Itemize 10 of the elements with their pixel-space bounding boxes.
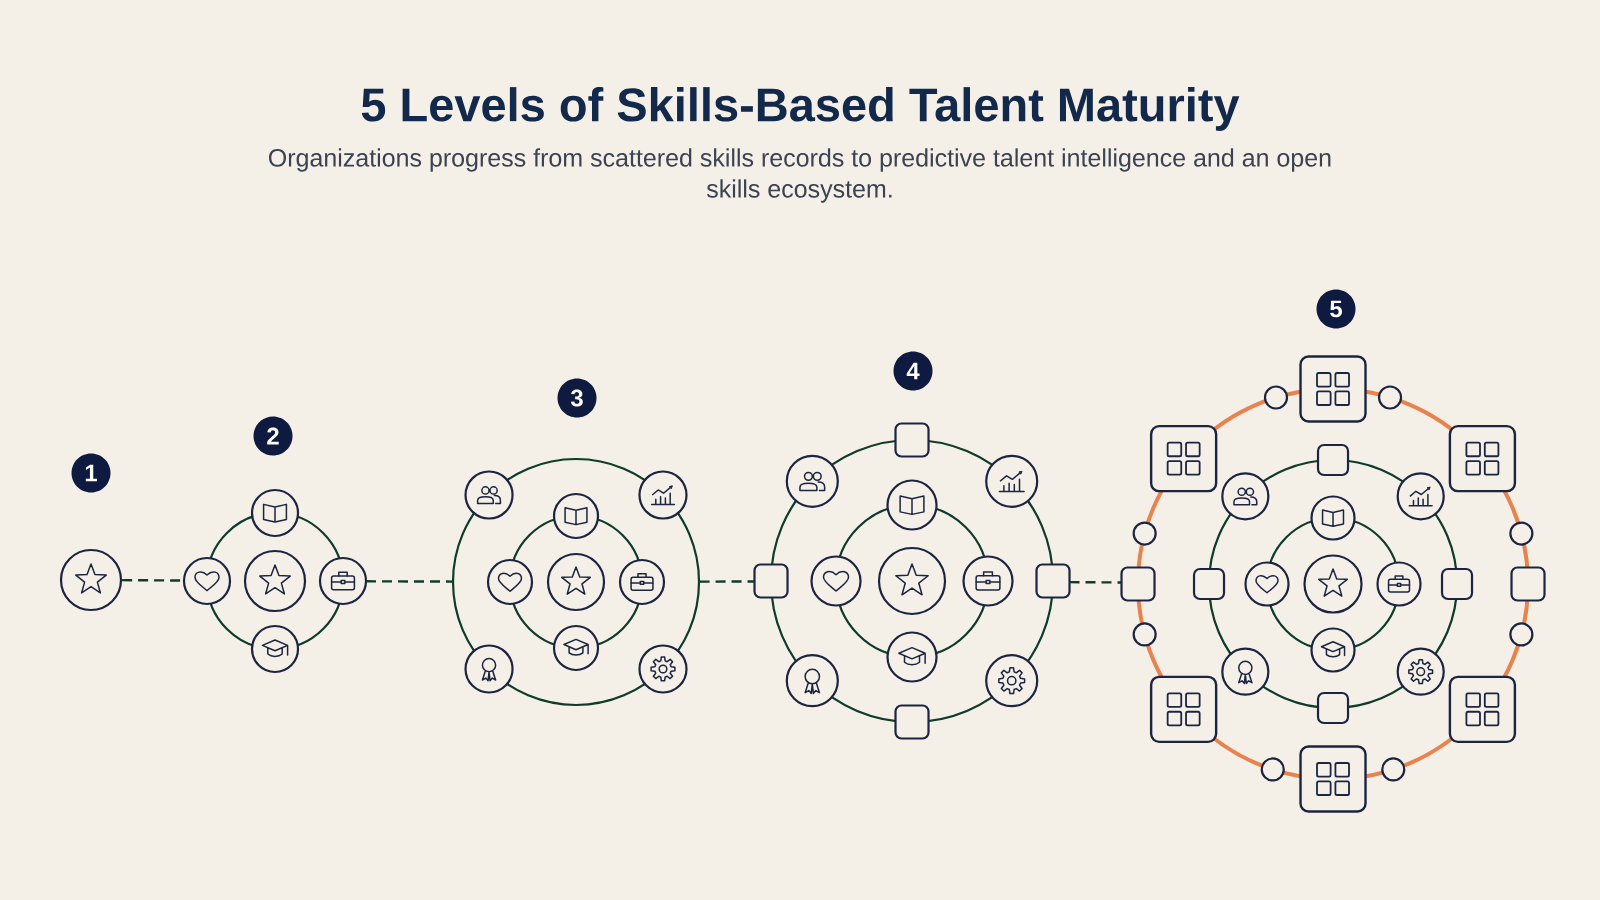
number-badge: 3 <box>557 378 597 418</box>
subtitle: Organizations progress from scattered skills records to predictive talent intelligence and an open skills ecosystem. <box>269 148 1331 203</box>
title: 5 Levels of Skills-Based Talent Maturity <box>361 87 1240 131</box>
number-badge: 5 <box>1316 289 1356 329</box>
number-badge: 2 <box>253 416 293 456</box>
connector <box>1069 580 1122 584</box>
connector <box>699 580 755 583</box>
connector <box>366 580 453 583</box>
number-badge: 1 <box>71 453 111 493</box>
number-badge: 4 <box>893 351 933 391</box>
